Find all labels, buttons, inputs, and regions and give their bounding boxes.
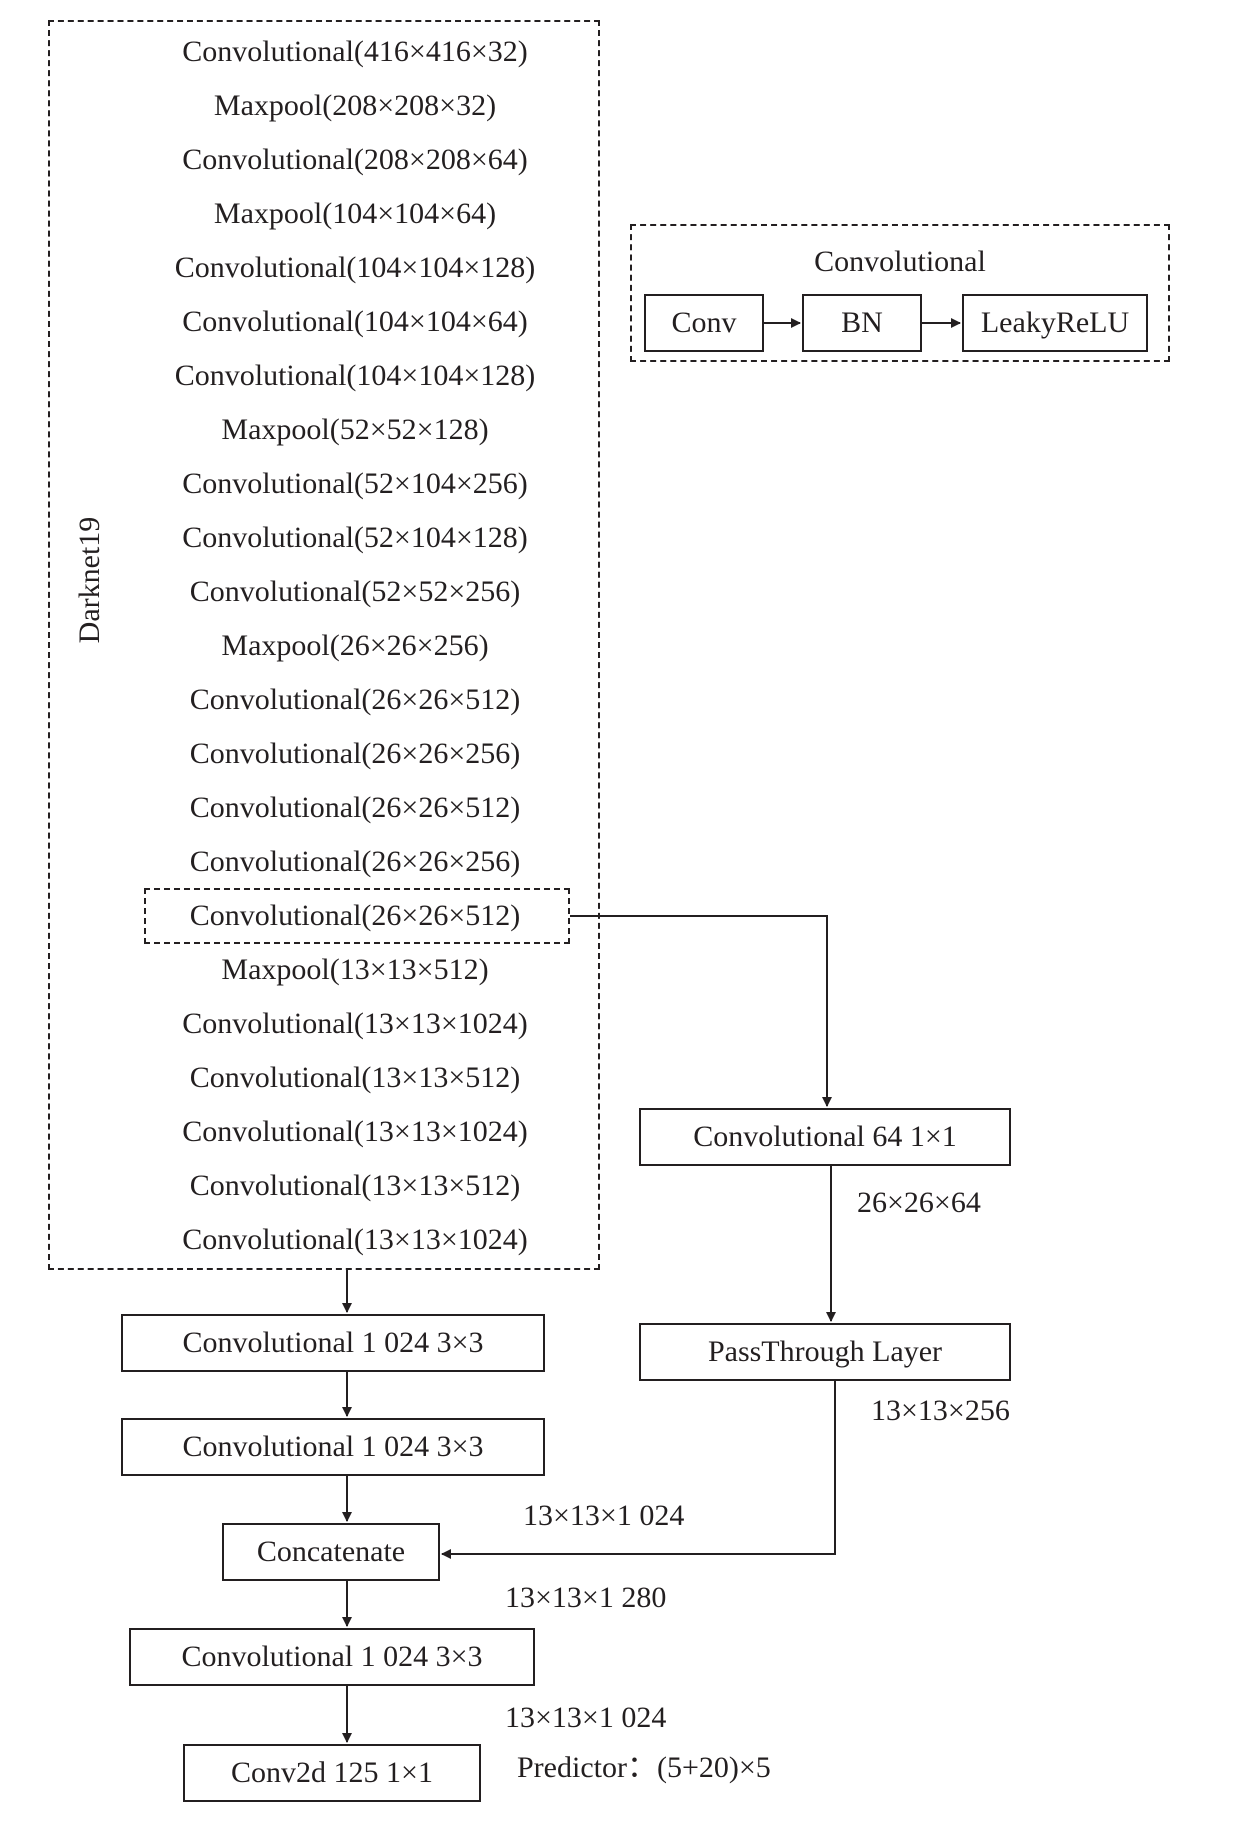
layer-1: Convolutional(416×416×32) (182, 35, 528, 68)
layer-19: Convolutional(13×13×1024) (182, 1007, 528, 1040)
passthrough-box: PassThrough Layer (639, 1323, 1011, 1381)
layer-2: Maxpool(208×208×32) (213, 89, 497, 122)
layer-12: Maxpool(26×26×256) (221, 629, 489, 662)
layer-10: Convolutional(52×104×128) (182, 521, 528, 554)
passthrough-output-label: 13×13×256 (871, 1394, 1010, 1427)
darknet19-container (48, 20, 600, 1270)
legend-leakyrelu-box: LeakyReLU (962, 294, 1148, 352)
predictor-label: Predictor：(5+20)×5 (517, 1751, 771, 1784)
concat-input-label: 13×13×1 024 (523, 1499, 685, 1532)
concat-output-label: 13×13×1 280 (505, 1581, 667, 1614)
layer-9: Convolutional(52×104×256) (182, 467, 528, 500)
legend-bn-box: BN (802, 294, 922, 352)
legend-title: Convolutional (814, 245, 986, 278)
passthrough-to-concat-arrow (441, 1381, 836, 1559)
layer-6: Convolutional(104×104×64) (182, 305, 528, 338)
highlighted-layer-box (144, 888, 570, 944)
layer-22: Convolutional(13×13×512) (189, 1169, 521, 1202)
layer-23: Convolutional(13×13×1024) (182, 1223, 528, 1256)
layer-21: Convolutional(13×13×1024) (182, 1115, 528, 1148)
layer-15: Convolutional(26×26×512) (189, 791, 521, 824)
layer-8: Maxpool(52×52×128) (221, 413, 489, 446)
conv-1024-box-2: Convolutional 1 024 3×3 (121, 1418, 545, 1476)
conv-1024-box-3: Convolutional 1 024 3×3 (129, 1628, 535, 1686)
legend-conv-box: Conv (644, 294, 764, 352)
conv-final-output-label: 13×13×1 024 (505, 1701, 667, 1734)
concatenate-box: Concatenate (222, 1523, 440, 1581)
layer-20: Convolutional(13×13×512) (189, 1061, 521, 1094)
conv64-output-label: 26×26×64 (857, 1186, 981, 1219)
skip-connection-arrow (570, 915, 832, 1107)
layer-18: Maxpool(13×13×512) (221, 953, 489, 986)
conv64-box: Convolutional 64 1×1 (639, 1108, 1011, 1166)
layer-13: Convolutional(26×26×512) (189, 683, 521, 716)
layer-5: Convolutional(104×104×128) (174, 251, 536, 284)
layer-11: Convolutional(52×52×256) (189, 575, 521, 608)
conv2d-box: Conv2d 125 1×1 (183, 1744, 481, 1802)
layer-16: Convolutional(26×26×256) (189, 845, 521, 878)
conv-1024-box-1: Convolutional 1 024 3×3 (121, 1314, 545, 1372)
layer-4: Maxpool(104×104×64) (213, 197, 497, 230)
layer-14: Convolutional(26×26×256) (189, 737, 521, 770)
layer-3: Convolutional(208×208×64) (182, 143, 528, 176)
layer-17: Convolutional(26×26×512) (189, 899, 521, 932)
convolutional-legend (630, 224, 1170, 362)
layer-7: Convolutional(104×104×128) (174, 359, 536, 392)
